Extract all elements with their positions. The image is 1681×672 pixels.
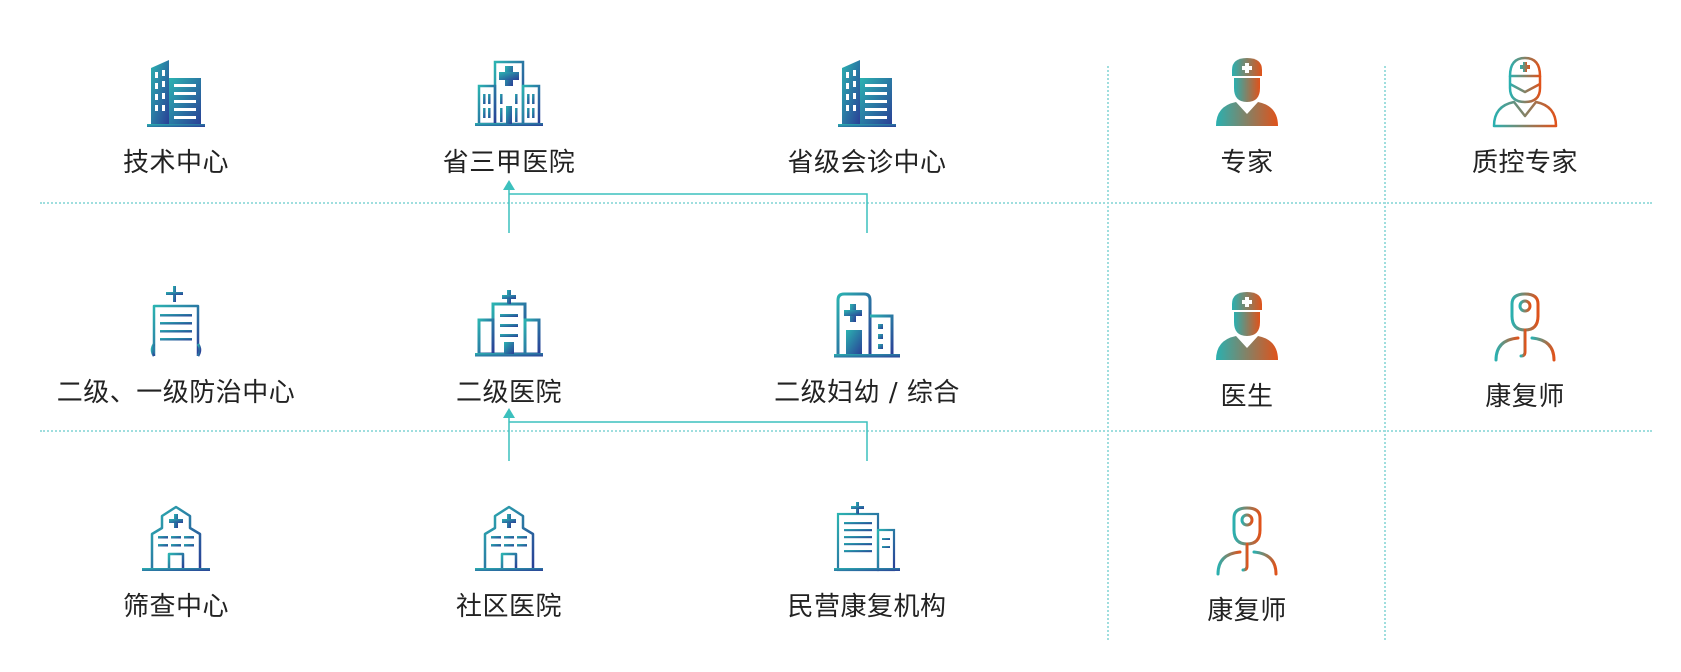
node-label: 二级、一级防治中心 [56, 378, 296, 408]
hospital-building-icon [475, 290, 543, 357]
connector-to-provincial-hospital [508, 182, 868, 233]
clinic-document-icon [148, 286, 204, 358]
office-building-icon [147, 60, 205, 127]
tier-divider-bottom [40, 430, 1652, 432]
node-label: 康复师 [1207, 596, 1287, 626]
column-divider-personnel [1107, 66, 1109, 640]
node-label: 二级妇幼 / 综合 [774, 378, 960, 408]
hospital-building-icon [475, 60, 543, 126]
node-label: 医生 [1220, 382, 1274, 412]
arrowhead-icon [503, 408, 515, 418]
therapist-avatar-icon [1494, 292, 1556, 362]
node-label: 省三甲医院 [442, 148, 576, 178]
node-therapist: 康复师 [1097, 504, 1397, 627]
node-label: 省级会诊中心 [787, 148, 947, 178]
arrowhead-icon [503, 180, 515, 190]
node-secondary-hospital: 二级医院 [359, 290, 659, 409]
node-therapist: 康复师 [1375, 290, 1675, 413]
node-community-hospital: 社区医院 [359, 504, 659, 623]
node-prevention-center: 二级、一级防治中心 [26, 286, 326, 409]
clinic-document-icon [834, 502, 900, 572]
masked-doctor-avatar-icon [1492, 56, 1558, 128]
node-consult-center: 省级会诊中心 [717, 56, 1017, 179]
node-screening-center: 筛查中心 [26, 504, 326, 623]
node-label: 二级医院 [455, 378, 562, 408]
node-label: 专家 [1220, 148, 1274, 178]
tier-divider-top [40, 202, 1652, 204]
node-label: 质控专家 [1471, 148, 1578, 178]
node-label: 社区医院 [455, 592, 562, 622]
node-doctor: 医生 [1097, 290, 1397, 413]
node-expert: 专家 [1097, 56, 1397, 179]
node-label: 民营康复机构 [787, 592, 947, 622]
node-label: 筛查中心 [122, 592, 229, 622]
therapist-avatar-icon [1216, 506, 1278, 576]
node-private-rehab: 民营康复机构 [717, 502, 1017, 623]
node-label: 康复师 [1485, 382, 1565, 412]
node-provincial-hospital: 省三甲医院 [359, 56, 659, 179]
clinic-building-icon [475, 505, 543, 571]
hospital-building-icon [834, 292, 900, 358]
doctor-avatar-icon [1216, 292, 1278, 360]
node-label: 技术中心 [122, 148, 229, 178]
column-divider-right [1384, 66, 1386, 640]
doctor-avatar-icon [1216, 58, 1278, 126]
node-qc-expert: 质控专家 [1375, 56, 1675, 179]
office-building-icon [838, 60, 896, 127]
connector-to-secondary-hospital [508, 410, 868, 461]
clinic-building-icon [142, 505, 210, 571]
node-tech-center: 技术中心 [26, 56, 326, 179]
node-maternal-general: 二级妇幼 / 综合 [717, 290, 1017, 409]
